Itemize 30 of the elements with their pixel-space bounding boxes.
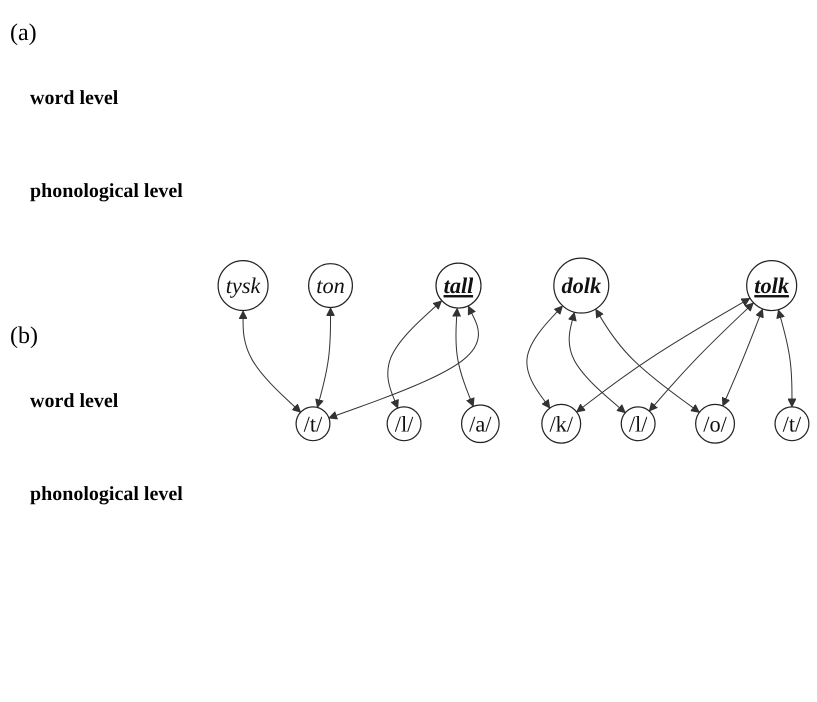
arrow [576,298,750,413]
node-circle: tysk [218,260,269,312]
arrow [452,308,474,408]
node-circle: tall [435,262,482,310]
arrow [387,300,442,409]
node-circle: /o/ [695,404,736,444]
panel-label: (a) [10,20,38,47]
node-circle: /a/ [460,404,500,444]
arrow [526,306,563,409]
arrow [315,308,335,408]
node-circle: /t/ [774,406,810,442]
node-circle: tolk [746,260,798,312]
node-circle: /l/ [386,406,422,442]
level-label: word level [30,87,120,110]
arrow [238,310,302,413]
arrow [595,309,700,414]
arrow [328,306,479,420]
arrow [722,309,764,407]
node-circle: ton [308,263,353,308]
panel-label: (b) [10,323,39,350]
node-circle: /t/ [295,406,331,442]
node-circle: dolk [553,258,610,314]
arrow [648,303,754,412]
level-label: phonological level [30,483,184,506]
node-circle: /l/ [620,406,656,442]
level-label: word level [30,390,120,413]
level-label: phonological level [30,180,184,203]
arrow [776,310,796,408]
node-circle: /k/ [541,404,582,444]
arrow [568,312,626,414]
